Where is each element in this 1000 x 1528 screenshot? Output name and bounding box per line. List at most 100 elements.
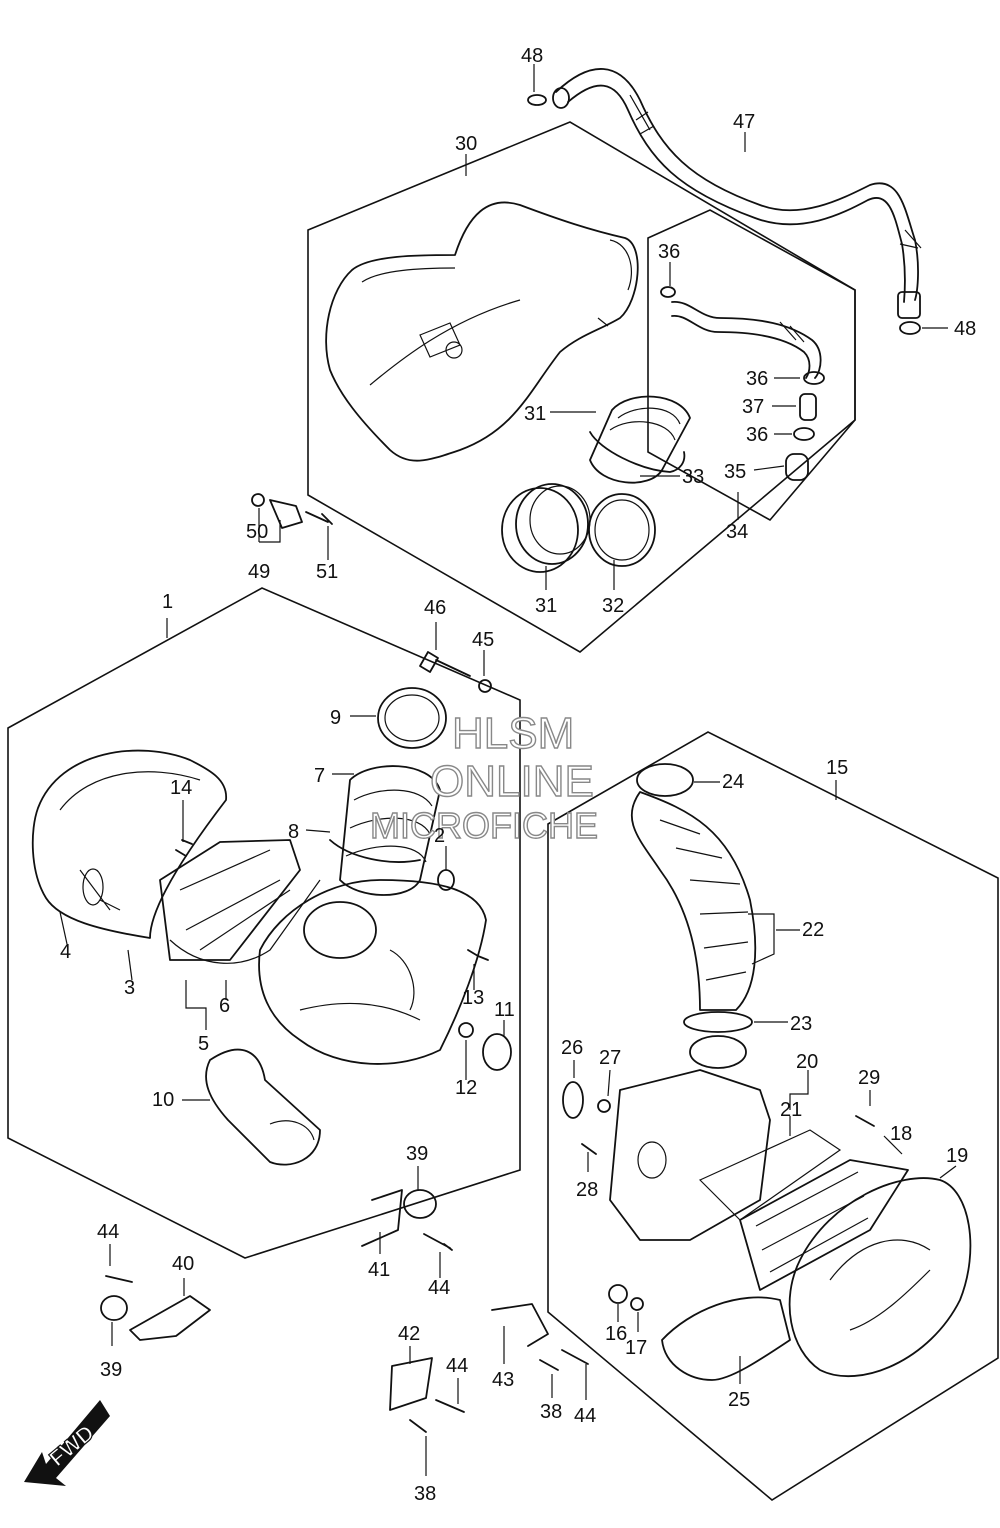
callout-11: 11 [494, 999, 515, 1021]
clamp-36-mid [803, 371, 825, 385]
watermark-line2: ONLINE [430, 757, 594, 806]
screw-28 [581, 1143, 597, 1155]
grommet-39-right [403, 1189, 437, 1219]
grommet-16 [608, 1284, 628, 1304]
filter-3 [159, 839, 301, 961]
callout-30: 30 [455, 133, 477, 155]
callout-36c: 36 [746, 424, 768, 446]
ring-24 [636, 763, 694, 797]
fwd-arrow: FWD [24, 1400, 110, 1486]
fitting-37 [799, 393, 817, 421]
callout-17: 17 [625, 1337, 647, 1359]
callout-28: 28 [576, 1179, 598, 1201]
bracket-40 [129, 1295, 211, 1341]
callout-18: 18 [890, 1123, 912, 1145]
bolt-44-lower [435, 1399, 465, 1413]
callout-14: 14 [170, 777, 192, 799]
screw-13 [467, 949, 489, 961]
callout-16: 16 [605, 1323, 627, 1345]
callout-41: 41 [368, 1259, 390, 1281]
group-15-outline [547, 731, 999, 1501]
duct-25 [661, 1296, 791, 1381]
cap-35 [785, 453, 809, 481]
ring-9 [377, 687, 447, 749]
ring-32 [588, 493, 656, 567]
callout-24: 24 [722, 771, 744, 793]
callout-8: 8 [288, 821, 299, 843]
callout-27: 27 [599, 1047, 621, 1069]
callout-7: 7 [314, 765, 325, 787]
bracket-42 [389, 1357, 433, 1411]
callout-4: 4 [60, 941, 71, 963]
callout-51: 51 [316, 561, 338, 583]
airbox-base [258, 879, 487, 1065]
screw-51 [305, 511, 333, 525]
cap-11 [482, 1033, 512, 1071]
fitting-49-50 [251, 493, 303, 529]
callout-5: 5 [198, 1033, 209, 1055]
screw-38-lower [409, 1419, 427, 1433]
watermark-line3: MICROFICHE [370, 805, 598, 846]
callout-32: 32 [602, 595, 624, 617]
callout-50: 50 [246, 521, 268, 543]
callout-44a: 44 [97, 1221, 119, 1243]
collar-26 [562, 1081, 584, 1119]
callout-44b: 44 [428, 1277, 450, 1299]
clip-27 [597, 1099, 611, 1113]
callout-48a: 48 [521, 45, 543, 67]
callout-45: 45 [472, 629, 494, 651]
callout-13: 13 [462, 987, 484, 1009]
callout-39b: 39 [406, 1143, 428, 1165]
callout-15: 15 [826, 757, 848, 779]
callout-6: 6 [219, 995, 230, 1017]
grommet-39-left [100, 1295, 128, 1321]
callout-43: 43 [492, 1369, 514, 1391]
callout-3: 3 [124, 977, 135, 999]
callout-2: 2 [434, 825, 445, 847]
intake-7 [339, 765, 441, 896]
callout-47: 47 [733, 111, 755, 133]
screw-38-mid [539, 1359, 559, 1371]
cover-30 [325, 201, 639, 462]
callout-46: 46 [424, 597, 446, 619]
duct-31-upper [589, 395, 691, 484]
callout-44d: 44 [574, 1405, 596, 1427]
callout-37: 37 [742, 396, 764, 418]
callout-38b: 38 [540, 1401, 562, 1423]
clamp-8 [329, 839, 421, 863]
callout-42: 42 [398, 1323, 420, 1345]
callout-12: 12 [455, 1077, 477, 1099]
clamp-36-top [660, 286, 676, 298]
screw-14 [175, 839, 193, 857]
clamp-23 [683, 1011, 753, 1033]
cover-4 [31, 749, 227, 939]
callout-31b: 31 [535, 595, 557, 617]
gasket-6 [169, 879, 321, 964]
cover-19 [788, 1177, 972, 1378]
breather-hose-47 [552, 68, 922, 319]
callout-21: 21 [780, 1099, 802, 1121]
callout-38a: 38 [414, 1483, 436, 1505]
callout-39a: 39 [100, 1359, 122, 1381]
callout-22: 22 [802, 919, 824, 941]
callout-19: 19 [946, 1145, 968, 1167]
clamp-33 [589, 431, 686, 473]
leader-lines [59, 64, 957, 1476]
callout-26: 26 [561, 1037, 583, 1059]
callout-31a: 31 [524, 403, 546, 425]
duct-31-lower [501, 483, 591, 573]
callout-25: 25 [728, 1389, 750, 1411]
callout-23: 23 [790, 1013, 812, 1035]
callout-36b: 36 [746, 368, 768, 390]
group-1-outline [7, 587, 521, 1259]
clamp-48-right [899, 321, 921, 335]
watermark-line1: HLSM [452, 709, 574, 758]
bolt-46 [419, 651, 471, 677]
bolt-44-right [561, 1349, 589, 1365]
hose-34-part [671, 301, 822, 379]
callout-10: 10 [152, 1089, 174, 1111]
group-30-outline [307, 121, 856, 653]
bolt-44-mid [423, 1233, 453, 1251]
